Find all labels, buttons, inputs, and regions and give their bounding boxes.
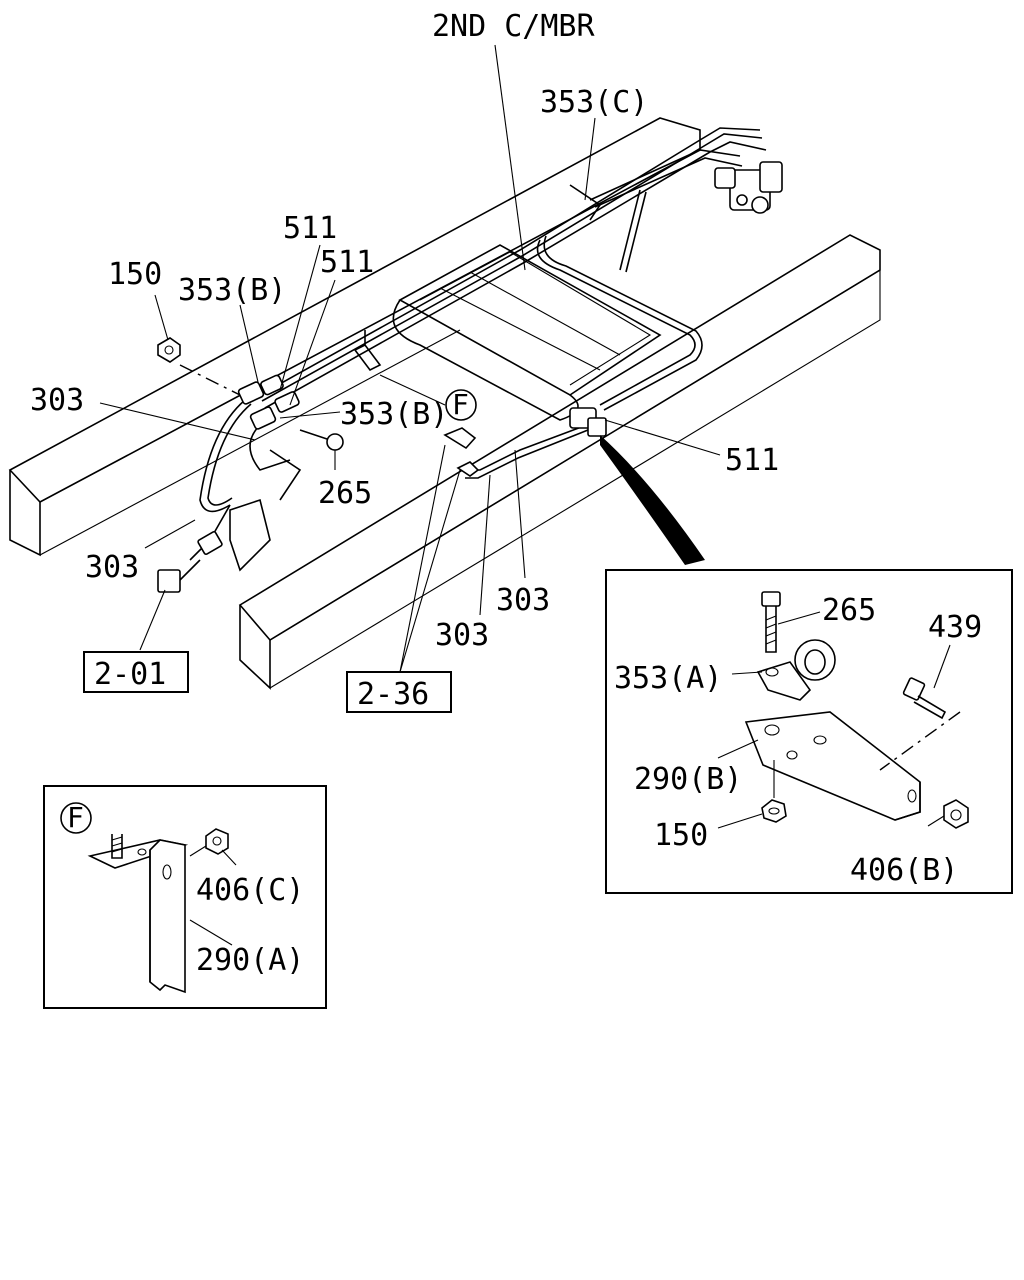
callout-f: F: [445, 388, 477, 421]
label-511-right: 511: [725, 443, 779, 478]
clamp-353c: [569, 184, 602, 221]
bracket-290a: [87, 839, 189, 994]
ref-box-236[interactable]: 2-36: [346, 671, 452, 713]
bolt-265: [761, 591, 781, 653]
detail-f-marker: F: [67, 801, 84, 834]
bracket-f-small: [353, 330, 382, 372]
nut-150: [761, 760, 787, 823]
label-511-mid: 511: [320, 245, 374, 280]
detail-label-353a: 353(A): [614, 661, 722, 696]
label-303-center: 303: [496, 583, 550, 618]
label-353b-top: 353(B): [178, 273, 286, 308]
ref-236-text: 2-36: [357, 677, 429, 712]
detail-arrow: [600, 435, 705, 565]
callout-f-letter: F: [452, 388, 469, 421]
valve-block: [714, 161, 783, 214]
clamp-353a: [756, 639, 836, 701]
label-303-left: 303: [30, 383, 84, 418]
detail-f-label-290a: 290(A): [196, 943, 304, 978]
detail-label-406b: 406(B): [850, 853, 958, 888]
detail-label-150: 150: [654, 818, 708, 853]
detail-f-label-406c: 406(C): [196, 873, 304, 908]
label-303-bottomleft: 303: [85, 550, 139, 585]
stud: [111, 834, 123, 859]
nut-406c: [189, 828, 229, 857]
brake-pipes: [189, 127, 767, 561]
label-303-lower: 303: [435, 618, 489, 653]
bolt-439: [879, 677, 961, 771]
detail-box-right: 265 439 353(A) 290(B) 150 406(B): [605, 569, 1013, 894]
center-fittings: [443, 407, 607, 477]
nut-406b: [943, 799, 969, 829]
cross-member: [392, 244, 662, 421]
label-265-main: 265: [318, 476, 372, 511]
detail-label-439: 439: [928, 610, 982, 645]
left-hardware: [157, 337, 344, 593]
detail-label-290b: 290(B): [634, 762, 742, 797]
ref-box-201[interactable]: 2-01: [83, 651, 189, 693]
leader-lines: [99, 44, 721, 673]
frame-rail-lower: [238, 234, 881, 690]
bracket-290b: [744, 711, 921, 821]
label-150-main: 150: [108, 257, 162, 292]
detail-box-f: F 406(C) 290(A): [43, 785, 327, 1009]
label-353c: 353(C): [540, 85, 648, 120]
ref-201-text: 2-01: [94, 657, 166, 692]
title-2nd-cmbr: 2ND C/MBR: [432, 9, 595, 44]
label-511-top: 511: [283, 211, 337, 246]
label-353b-mid: 353(B): [340, 397, 448, 432]
detail-label-265: 265: [822, 593, 876, 628]
